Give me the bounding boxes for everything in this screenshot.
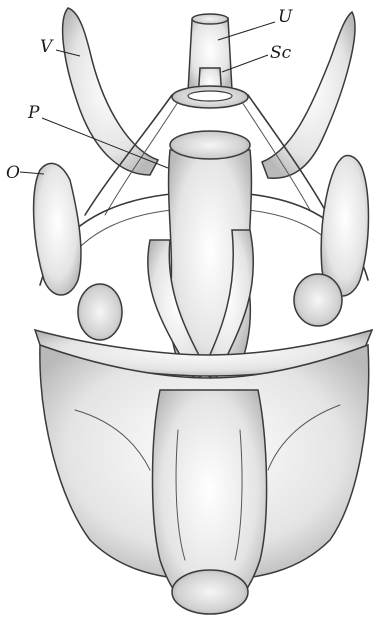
left-lobe	[78, 284, 122, 340]
label-p: P	[27, 103, 40, 123]
left-horn	[63, 8, 158, 175]
left-side-process	[34, 163, 81, 295]
cup-inner	[188, 91, 232, 101]
label-v: V	[40, 37, 54, 57]
right-horn	[262, 12, 355, 178]
label-o: O	[6, 163, 20, 183]
column-top	[170, 131, 250, 159]
top-process-cap	[192, 14, 228, 24]
lower-tip	[172, 570, 248, 614]
label-u: U	[278, 7, 293, 27]
label-sc: Sc	[270, 43, 292, 63]
right-side-process	[321, 156, 368, 296]
right-lobe	[294, 274, 342, 326]
